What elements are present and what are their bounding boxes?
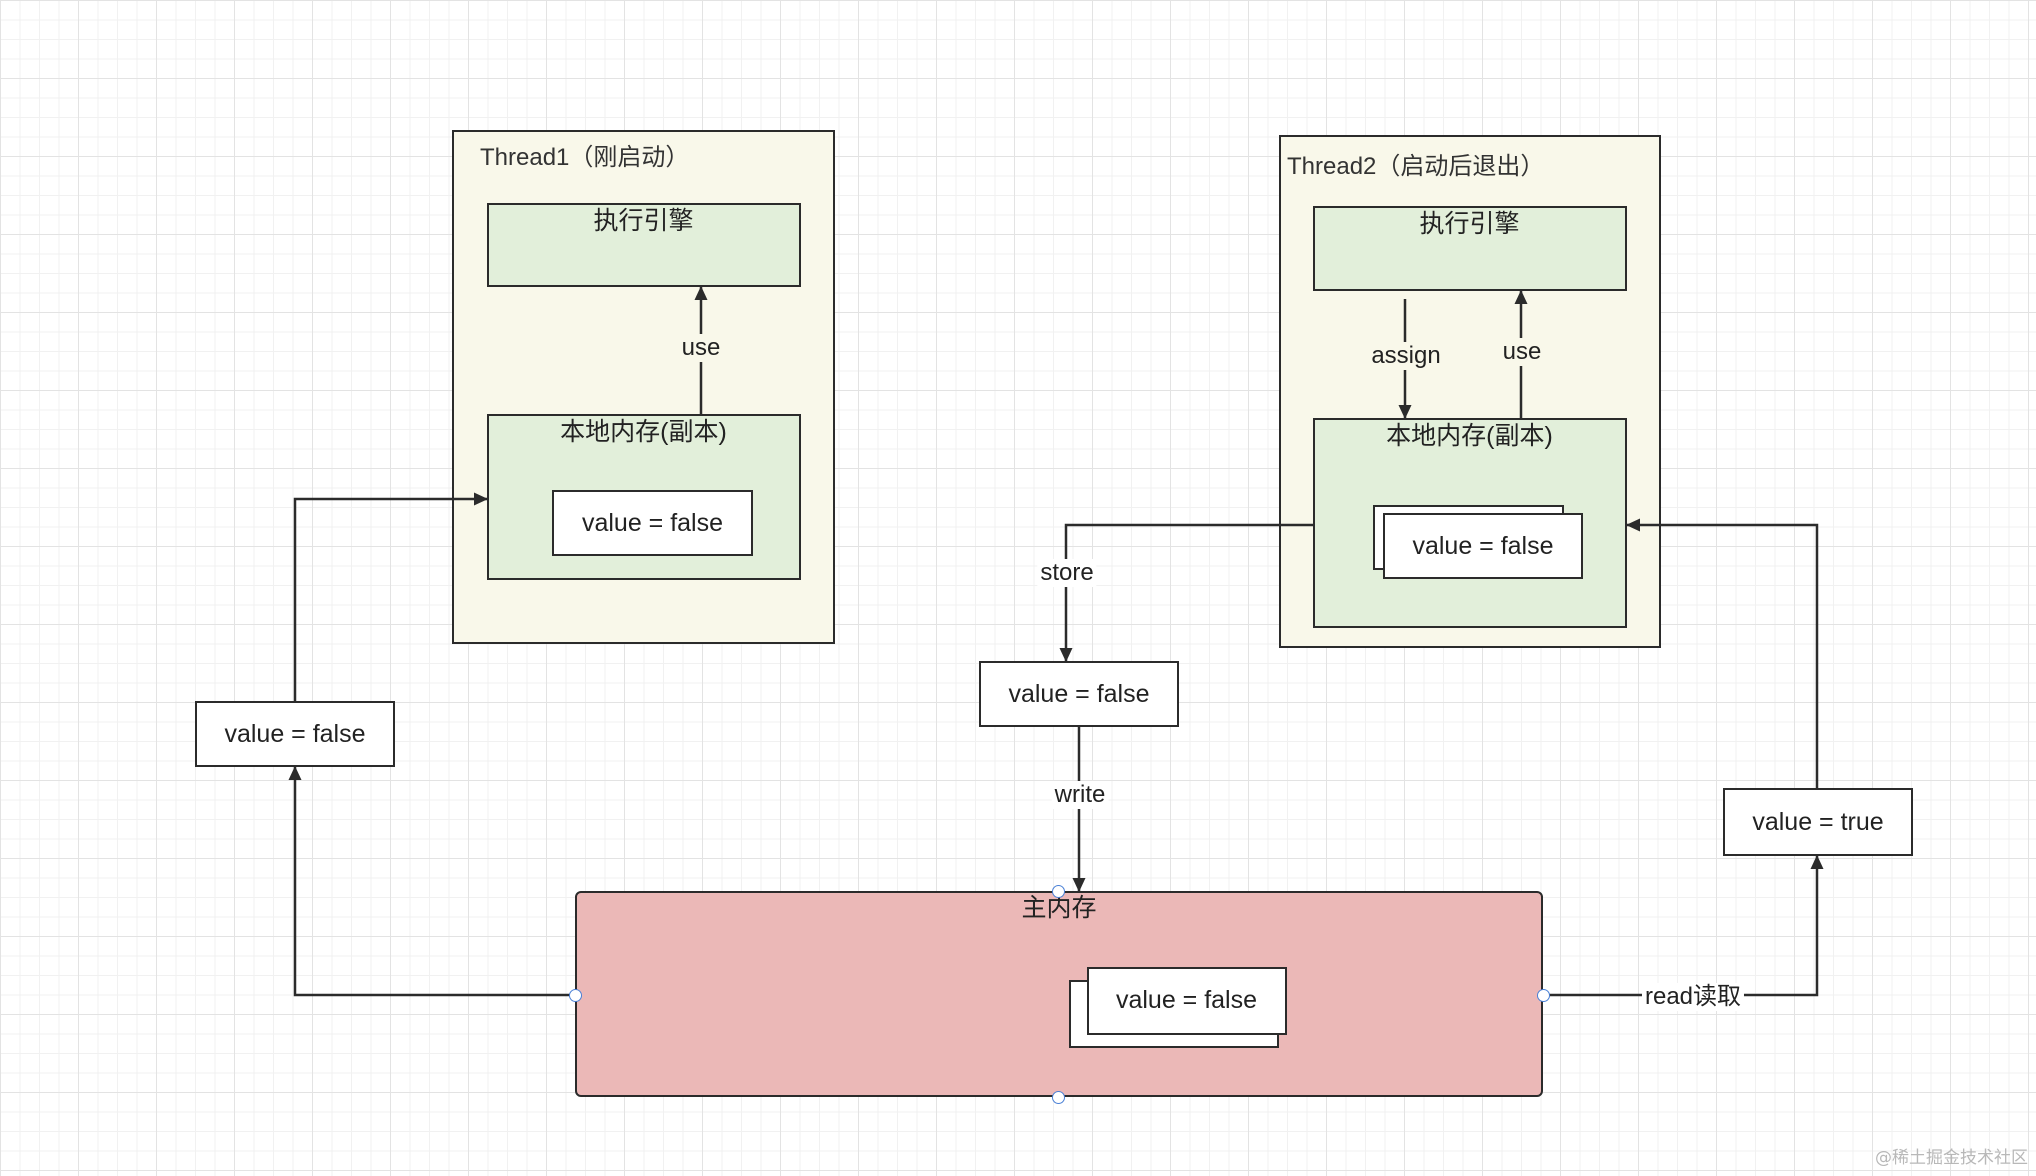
- read-in-connector[interactable]: [1626, 518, 1819, 788]
- thread2-local-memory[interactable]: 本地内存(副本) value = false: [1312, 417, 1627, 628]
- load-out-connector[interactable]: [288, 766, 575, 997]
- store-value-box[interactable]: value = false: [979, 661, 1179, 727]
- thread2-use-label: use: [1499, 338, 1545, 366]
- load-value-text: value = false: [224, 719, 366, 748]
- thread2-execution-engine[interactable]: 执行引擎: [1312, 205, 1627, 291]
- thread2-title: Thread2（启动后退出）: [1287, 153, 1545, 180]
- thread2-container[interactable]: Thread2（启动后退出） 执行引擎 本地内存(副本) value = fal…: [1279, 135, 1661, 648]
- thread2-assign-label: assign: [1368, 342, 1444, 370]
- thread1-value-box[interactable]: value = false: [552, 490, 753, 556]
- read-value-box[interactable]: value = true: [1723, 788, 1913, 856]
- main-memory-label: 主内存: [1021, 894, 1097, 922]
- main-memory-value-box[interactable]: value = false: [1086, 966, 1287, 1035]
- thread2-engine-label: 执行引擎: [1419, 209, 1520, 238]
- connection-handle-bottom[interactable]: [1051, 1090, 1065, 1104]
- main-memory-value-text: value = false: [1115, 986, 1258, 1014]
- read-label: read读取: [1641, 983, 1745, 1011]
- store-value-text: value = false: [1008, 679, 1150, 708]
- connection-handle-right[interactable]: [1536, 988, 1550, 1002]
- thread1-local-memory-label: 本地内存(副本): [560, 417, 727, 446]
- thread2-value-text: value = false: [1412, 532, 1554, 560]
- thread1-engine-label: 执行引擎: [593, 206, 694, 235]
- thread1-execution-engine[interactable]: 执行引擎: [486, 202, 801, 287]
- main-memory[interactable]: 主内存 value = false: [575, 891, 1543, 1097]
- thread1-container[interactable]: Thread1（刚启动） 执行引擎 本地内存(副本) value = false: [452, 130, 835, 644]
- thread1-value-text: value = false: [581, 509, 724, 537]
- watermark: @稀土掘金技术社区: [1875, 1148, 2028, 1168]
- thread1-title: Thread1（刚启动）: [480, 144, 690, 171]
- read-value-text: value = true: [1752, 807, 1884, 836]
- thread2-value-box[interactable]: value = false: [1383, 513, 1583, 579]
- store-connector[interactable]: [1059, 523, 1313, 662]
- load-value-box[interactable]: value = false: [195, 701, 395, 767]
- load-in-connector[interactable]: [293, 492, 488, 701]
- read-out-connector[interactable]: [1543, 855, 1824, 997]
- connection-handle-top[interactable]: [1051, 884, 1065, 898]
- connection-handle-left[interactable]: [568, 988, 582, 1002]
- thread1-use-label: use: [678, 334, 724, 362]
- thread1-local-memory[interactable]: 本地内存(副本) value = false: [486, 413, 801, 580]
- thread2-local-memory-label: 本地内存(副本): [1386, 421, 1553, 450]
- store-label: store: [1037, 559, 1097, 587]
- write-label: write: [1051, 781, 1109, 809]
